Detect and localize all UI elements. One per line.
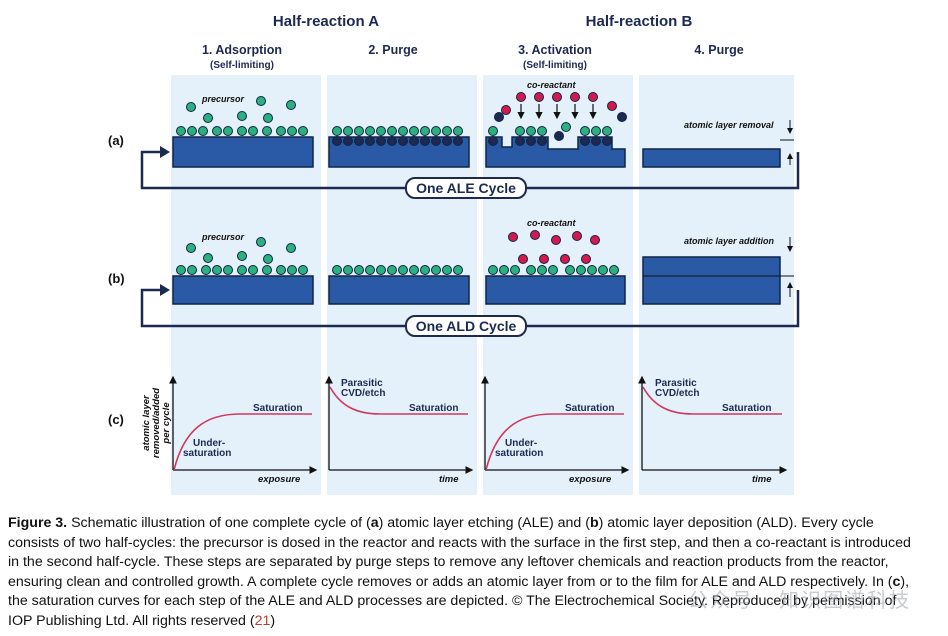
caption-label: Figure 3. <box>8 515 68 531</box>
caption-part-2: ) atomic layer etching (ALE) and ( <box>378 515 590 531</box>
ale-precursor-label: precursor <box>201 94 245 104</box>
curve-line-2 <box>329 386 468 415</box>
ale-cycle-label: One ALE Cycle <box>416 180 516 196</box>
curve-2-xlabel: time <box>439 474 459 485</box>
ale-ald-figure: Half-reaction A Half-reaction B 1. Adsor… <box>108 13 800 495</box>
curve-plot-2: Parasitic CVD/etch Saturation time <box>325 375 474 485</box>
curve-2-parasitic-line1: Parasitic <box>341 378 383 389</box>
ale-substrate-1 <box>172 136 314 168</box>
ale-surface-precursors-1 <box>176 126 308 136</box>
ald-precursor-label: precursor <box>201 232 245 242</box>
curve-plot-1: Saturation Under- saturation exposure <box>169 375 318 485</box>
saturation-curves: atomic layer removed/added per cycle Sat… <box>141 375 788 485</box>
ale-gas-precursors <box>186 96 296 123</box>
curve-2-saturation: Saturation <box>409 403 458 414</box>
curve-ylabel-line1: atomic layer <box>141 394 152 451</box>
ald-surface-precursors-3 <box>488 265 619 275</box>
step-2-title: 2. Purge <box>368 43 417 57</box>
figure-caption: Figure 3. Schematic illustration of one … <box>8 514 916 632</box>
row-label-a: (a) <box>108 133 124 148</box>
ale-row: precursor <box>140 80 800 199</box>
ald-cycle-arrowhead <box>160 284 170 296</box>
ale-cycle-box <box>405 177 527 199</box>
ale-cycle-arrowhead <box>160 146 170 158</box>
ale-reacted-layer <box>332 136 463 146</box>
ale-coreactant-arrows <box>517 104 597 120</box>
step-3-title: 3. Activation <box>518 43 592 57</box>
curve-1-xlabel: exposure <box>258 474 301 485</box>
curve-3-under-line2: saturation <box>495 448 543 459</box>
curve-line-1 <box>173 413 312 471</box>
curve-plot-4: Parasitic CVD/etch Saturation time <box>638 375 788 485</box>
caption-c: c <box>892 573 901 590</box>
ald-addition-label: atomic layer addition <box>684 236 775 246</box>
curve-ylabel-line3: per cycle <box>161 402 172 445</box>
ald-surface-precursors-2 <box>332 265 463 275</box>
ale-etch-products <box>494 112 627 141</box>
ald-gas-precursors <box>186 237 296 264</box>
step-1-subtitle: (Self-limiting) <box>210 60 274 71</box>
curve-3-under-line1: Under- <box>505 438 537 449</box>
step-3-subtitle: (Self-limiting) <box>523 60 587 71</box>
curve-4-parasitic-line2: CVD/etch <box>655 388 699 399</box>
curve-4-xlabel: time <box>752 474 772 485</box>
ald-cycle-box <box>405 315 527 337</box>
curve-plot-3: Saturation Under- saturation exposure <box>481 375 630 485</box>
curve-2-parasitic-line2: CVD/etch <box>341 388 385 399</box>
curve-1-saturation: Saturation <box>253 403 302 414</box>
curve-3-saturation: Saturation <box>565 403 614 414</box>
ald-substrate-4 <box>642 256 781 305</box>
ale-substrate-4 <box>642 148 781 168</box>
curve-1-under-line2: saturation <box>183 448 231 459</box>
caption-part-4: ), the saturation curves for each step o… <box>8 573 910 629</box>
ale-purged-precursors <box>332 126 463 136</box>
ale-removal-label: atomic layer removal <box>684 120 774 130</box>
step-4-title: 4. Purge <box>694 43 743 57</box>
ale-cycle-loop <box>140 150 800 190</box>
ale-surface-atoms-3 <box>488 136 612 146</box>
caption-a: a <box>370 515 379 531</box>
curve-line-3 <box>485 413 624 471</box>
curve-3-xlabel: exposure <box>569 474 612 485</box>
caption-b: b <box>589 515 599 531</box>
curve-1-under-line1: Under- <box>193 438 225 449</box>
ale-coreactant-label: co-reactant <box>527 80 577 90</box>
ald-substrate-1 <box>172 275 314 305</box>
half-reaction-a-header: Half-reaction A <box>273 13 379 30</box>
curve-ylabel-line2: removed/added <box>151 388 162 458</box>
caption-part-1: Schematic illustration of one complete c… <box>67 515 371 531</box>
curve-line-4 <box>642 386 782 415</box>
ale-surface-precursors-3 <box>488 126 612 136</box>
caption-reference-link[interactable]: 21 <box>254 612 271 629</box>
curve-4-saturation: Saturation <box>722 403 771 414</box>
half-reaction-b-header: Half-reaction B <box>586 13 693 30</box>
ald-cycle-loop <box>140 288 800 328</box>
curve-4-parasitic-line1: Parasitic <box>655 378 697 389</box>
caption-part-3: ) atomic layer deposition (ALD). Every c… <box>8 515 911 590</box>
watermark: 公众号 · 知识图谱科技 <box>688 588 912 612</box>
caption-part-5: ) <box>270 612 276 629</box>
step-1-title: 1. Adsorption <box>202 43 282 57</box>
ald-substrate-3 <box>485 275 626 305</box>
ald-cycle-label: One ALD Cycle <box>416 318 517 334</box>
ald-surface-precursors-1 <box>176 265 308 275</box>
ald-substrate-2 <box>328 275 470 305</box>
ald-row: precursor co-reactant atomic layer addit… <box>140 218 800 337</box>
row-label-b: (b) <box>108 271 125 286</box>
ald-coreactants <box>508 230 600 264</box>
row-label-c: (c) <box>108 412 124 427</box>
ald-coreactant-label: co-reactant <box>527 218 577 228</box>
ale-coreactants <box>501 92 617 115</box>
